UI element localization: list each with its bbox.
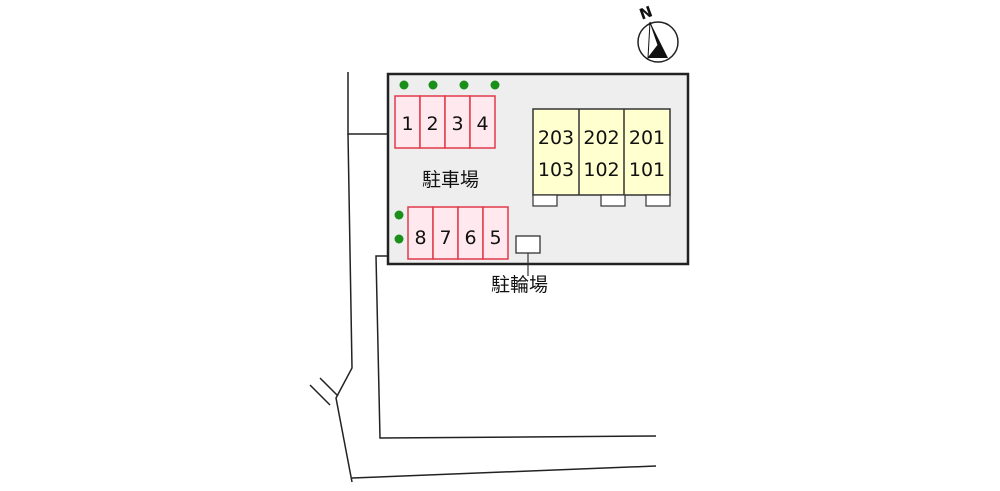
bicycle-parking-box — [515, 235, 541, 254]
road-edge-west — [335, 133, 353, 483]
entrance-step — [645, 194, 671, 207]
trees — [394, 80, 500, 244]
entrance-step — [532, 194, 558, 207]
north-compass: N — [637, 2, 679, 63]
parking-space-number: 3 — [451, 113, 463, 135]
road-edge-inner — [375, 255, 657, 439]
parking-space-number: 8 — [414, 227, 426, 249]
parking-space — [457, 206, 484, 260]
bicycle-parking-label: 駐輪場 — [491, 274, 548, 296]
parking-space — [469, 95, 496, 149]
tree-icon — [394, 234, 404, 244]
parking-space-number: 1 — [401, 113, 413, 135]
parking-space — [394, 95, 421, 149]
parking-label: 駐車場 — [422, 169, 479, 191]
parking-space — [482, 206, 509, 260]
parking-space-number: 4 — [476, 113, 488, 135]
parking-row-top: 1 2 3 4 — [394, 95, 496, 149]
road-edge-west-branch-2 — [319, 377, 339, 397]
unit-number: 101 — [629, 159, 665, 181]
tree-icon — [399, 80, 409, 90]
tree-icon — [394, 210, 404, 220]
entrance-step — [600, 194, 626, 207]
roads — [309, 72, 657, 483]
parking-row-bottom: 8 7 6 5 — [407, 206, 509, 260]
parking-space — [432, 206, 459, 260]
unit-number: 201 — [629, 127, 665, 149]
road-edge-west-branch — [309, 384, 331, 406]
unit-number: 103 — [538, 159, 574, 181]
tree-icon — [490, 80, 500, 90]
unit-number: 202 — [583, 127, 619, 149]
road-edge-bottom — [351, 465, 657, 479]
compass-needle-light — [647, 21, 659, 60]
compass-north-label: N — [637, 2, 655, 23]
unit-number: 102 — [583, 159, 619, 181]
apartment-building: 203 202 201 103 102 101 — [532, 108, 671, 207]
tree-icon — [459, 80, 469, 90]
parking-space-number: 7 — [439, 227, 451, 249]
parking-space-number: 6 — [464, 227, 476, 249]
tree-icon — [428, 80, 438, 90]
unit-number: 203 — [538, 127, 574, 149]
road-edge-left — [347, 72, 388, 135]
building-outline — [532, 108, 671, 196]
parking-space-number: 5 — [489, 227, 501, 249]
parking-space — [419, 95, 446, 149]
parking-space-number: 2 — [426, 113, 438, 135]
